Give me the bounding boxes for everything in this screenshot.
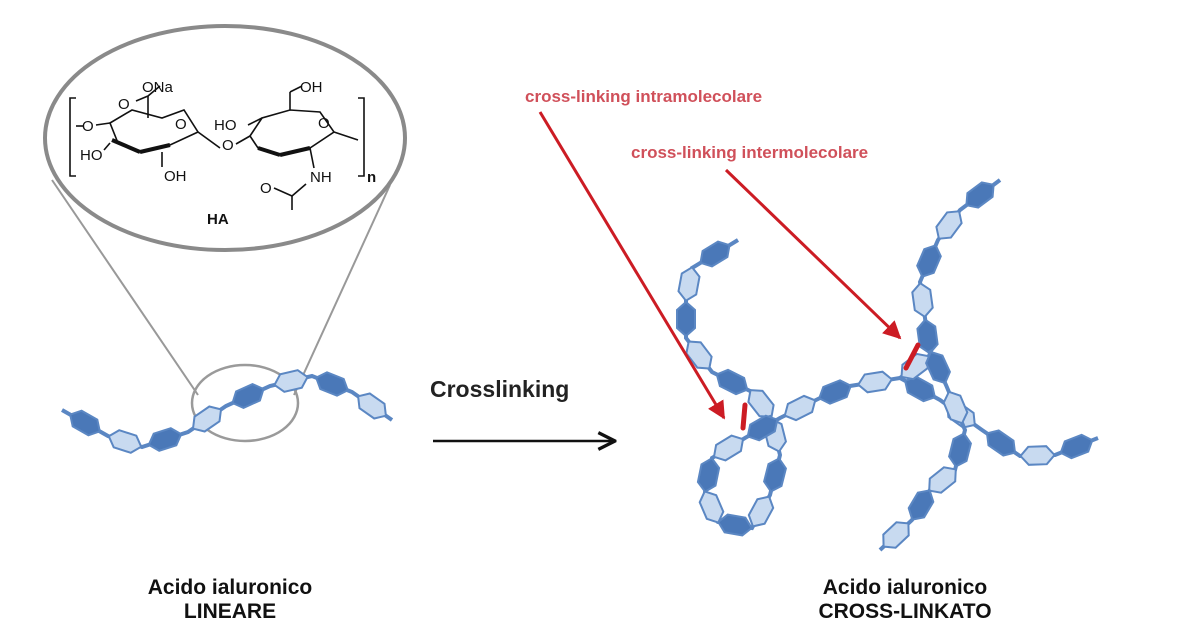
dark-sugar-unit — [925, 350, 951, 385]
light-sugar-unit — [273, 369, 309, 393]
caption-crosslinked: Acido ialuronico CROSS-LINKATO — [760, 576, 1050, 624]
light-sugar-unit — [783, 394, 817, 422]
dark-sugar-unit — [716, 513, 754, 537]
oh-top-label: OH — [300, 79, 323, 96]
ho-left-label: HO — [80, 147, 103, 164]
ho-mid-label: HO — [214, 117, 237, 134]
ha-structure-labels: ONa O O O HO OH O OH HO O NH O n HA — [80, 79, 376, 228]
light-sugar-unit — [712, 434, 745, 462]
ha-structure — [69, 85, 365, 210]
light-sugar-unit — [677, 265, 701, 303]
dark-sugar-unit — [1059, 433, 1094, 460]
light-sugar-unit — [747, 495, 775, 528]
dark-sugar-unit — [985, 429, 1017, 457]
caption-cross-line1: Acido ialuronico — [822, 576, 988, 599]
intra-pointer-arrow — [538, 111, 726, 420]
magnifier — [43, 24, 407, 443]
intramolecular-bond — [740, 402, 748, 431]
light-sugar-unit — [698, 490, 725, 524]
nh-label: NH — [310, 169, 332, 186]
zoom-ellipse-small — [190, 363, 300, 443]
linear-chain — [61, 369, 394, 454]
light-sugar-unit — [357, 392, 387, 420]
dark-sugar-unit — [696, 456, 721, 494]
light-sugar-unit — [107, 429, 143, 454]
light-sugar-unit — [747, 389, 775, 418]
light-sugar-unit — [911, 281, 934, 319]
light-sugar-unit — [856, 370, 894, 394]
glyco-o-label: O — [222, 137, 234, 154]
light-sugar-unit — [935, 210, 963, 240]
ha-name-label: HA — [207, 211, 229, 228]
dark-sugar-unit — [147, 427, 183, 452]
dark-sugar-unit — [965, 181, 995, 209]
dark-sugar-unit — [948, 432, 972, 468]
inter-pointer-arrow — [724, 168, 902, 340]
caption-linear: Acido ialuronico LINEARE — [100, 576, 360, 624]
intra-label: cross-linking intramolecolare — [525, 87, 762, 106]
light-sugar-unit — [191, 405, 223, 433]
caption-cross-line2: CROSS-LINKATO — [818, 600, 992, 623]
dark-sugar-unit — [907, 489, 935, 521]
ona-label: ONa — [142, 79, 174, 96]
light-sugar-unit — [882, 521, 910, 549]
dark-sugar-unit — [676, 300, 696, 338]
crosslinked-network — [676, 178, 1099, 552]
light-sugar-unit — [1019, 445, 1056, 466]
oh-bottom-label: OH — [164, 168, 187, 185]
carbonyl-o-label: O — [118, 96, 130, 113]
repeat-n-label: n — [367, 169, 376, 186]
zoom-ellipse-large — [43, 24, 407, 252]
caption-linear-line2: LINEARE — [183, 600, 277, 623]
dark-sugar-unit — [763, 457, 787, 493]
dark-sugar-unit — [817, 379, 853, 405]
dark-sugar-unit — [699, 240, 731, 268]
intermolecular-bond — [903, 342, 921, 371]
dark-sugar-unit — [715, 368, 749, 396]
ring2-o-label: O — [318, 115, 330, 132]
ring1-o-label: O — [175, 116, 187, 133]
dark-sugar-unit — [916, 244, 942, 278]
dark-sugar-unit — [916, 318, 939, 355]
dark-sugar-unit — [314, 371, 350, 397]
light-sugar-unit — [942, 390, 969, 425]
acetyl-o-label: O — [260, 180, 272, 197]
light-sugar-unit — [928, 466, 957, 494]
dark-sugar-unit — [903, 375, 937, 403]
caption-linear-line1: Acido ialuronico — [147, 576, 313, 599]
inter-label: cross-linking intermolecolare — [631, 143, 868, 162]
link-o-label: O — [82, 118, 94, 135]
dark-sugar-unit — [231, 383, 265, 409]
dark-sugar-unit — [746, 414, 779, 442]
dark-sugar-unit — [69, 409, 101, 437]
crosslink-bonds — [740, 342, 921, 431]
crosslinking-label: Crosslinking — [430, 376, 570, 402]
